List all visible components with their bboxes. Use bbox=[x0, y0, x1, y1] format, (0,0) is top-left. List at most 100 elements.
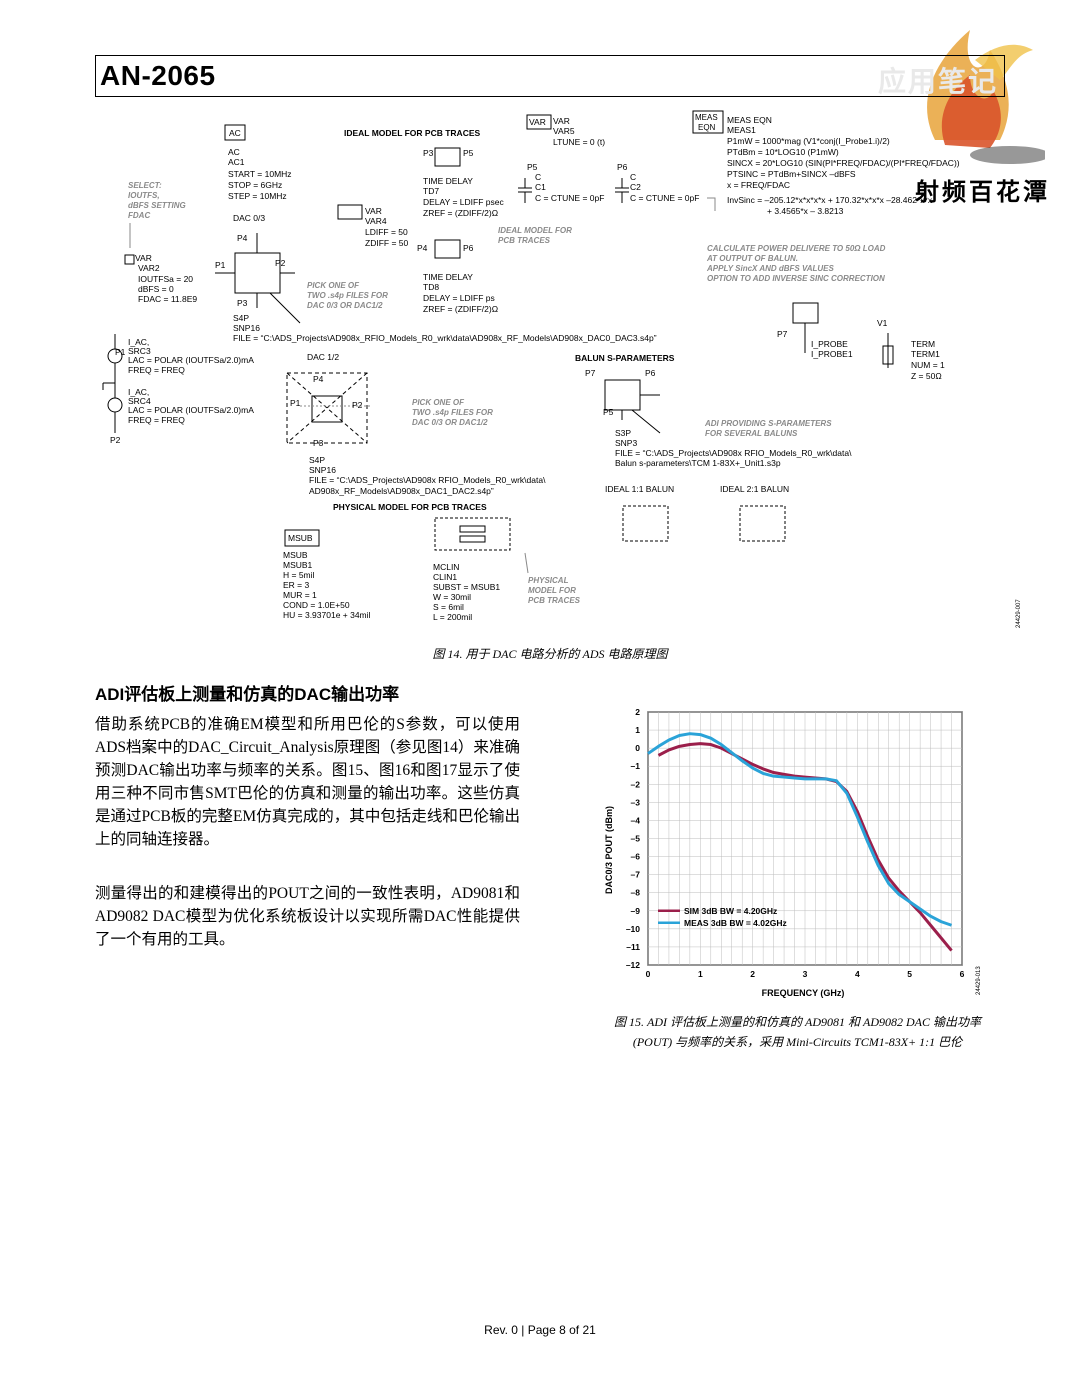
mclin-line2: CLIN1 bbox=[433, 572, 457, 582]
c1-line2: C1 bbox=[535, 182, 546, 192]
td8-line2: TD8 bbox=[423, 282, 439, 292]
td8-line1: TIME DELAY bbox=[423, 272, 473, 282]
balun-title: BALUN S-PARAMETERS bbox=[575, 353, 675, 363]
pick2-line3: DAC 0/3 OR DAC1/2 bbox=[412, 418, 488, 427]
section-title: ADI评估板上测量和仿真的DAC输出功率 bbox=[95, 685, 400, 704]
meas-line2: MEAS1 bbox=[727, 125, 756, 135]
meas-line8: InvSinc = –205.12*x*x*x*x + 170.32*x*x*x… bbox=[727, 195, 933, 205]
src3-line2: SRC3 bbox=[128, 346, 151, 356]
dac12-p1: P1 bbox=[290, 398, 301, 408]
fig14-id: 24429-007 bbox=[1016, 599, 1022, 628]
file3-line2: Balun s-parameters\TCM 1-83X+_Unit1.s3p bbox=[615, 458, 781, 468]
calc-line1: CALCULATE POWER DELIVERE TO 50Ω LOAD bbox=[707, 244, 886, 253]
dac03-p4: P4 bbox=[237, 233, 248, 243]
meas-box2: EQN bbox=[698, 123, 716, 132]
src4-line4: FREQ = FREQ bbox=[128, 415, 185, 425]
dac03-p3: P3 bbox=[237, 298, 248, 308]
ideal-model2-line1: IDEAL MODEL FOR bbox=[498, 226, 572, 235]
c2-line1: C bbox=[630, 172, 636, 182]
pick1-line1: PICK ONE OF bbox=[307, 281, 360, 290]
td7-line4: ZREF = (ZDIFF/2)Ω bbox=[423, 208, 498, 218]
var2-line2: VAR2 bbox=[138, 263, 160, 273]
file2-line1: FILE = “C:\ADS_Projects\AD908x RFIO_Mode… bbox=[309, 475, 546, 485]
c1-p5: P5 bbox=[527, 162, 538, 172]
meas-line4: PTdBm = 10*LOG10 (P1mW) bbox=[727, 147, 839, 157]
x-tick-label: 0 bbox=[646, 969, 651, 979]
msub-line5: MUR = 1 bbox=[283, 590, 317, 600]
adi-sp-line1: ADI PROVIDING S-PARAMETERS bbox=[704, 419, 832, 428]
ideal11-label: IDEAL 1:1 BALUN bbox=[605, 484, 674, 494]
meas-line9: + 3.4565*x – 3.8213 bbox=[767, 206, 844, 216]
figure-15-caption-line1: 图 15. ADI 评估板上测量的和仿真的 AD9081 和 AD9082 DA… bbox=[614, 1015, 981, 1029]
ads-schematic: AC AC AC1 START = 10MHz STOP = 6GHz STEP… bbox=[102, 110, 1022, 628]
c2-line3: C = CTUNE = 0pF bbox=[630, 193, 699, 203]
ac-start: START = 10MHz bbox=[228, 169, 292, 179]
chart-series bbox=[647, 732, 953, 952]
y-tick-label: –2 bbox=[631, 779, 641, 789]
chart-x-label: FREQUENCY (GHz) bbox=[762, 988, 845, 998]
mclin-line1: MCLIN bbox=[433, 562, 459, 572]
paragraph-2: 测量得出的和建模得出的POUT之间的一致性表明，AD9081和AD9082 DA… bbox=[95, 885, 520, 948]
probe-line1: I_PROBE bbox=[811, 339, 848, 349]
y-tick-label: –1 bbox=[631, 761, 641, 771]
brand-logo-icon bbox=[927, 30, 1045, 164]
balun-p6: P6 bbox=[645, 368, 656, 378]
y-tick-label: –6 bbox=[631, 852, 641, 862]
c2-line2: C2 bbox=[630, 182, 641, 192]
series-line-2 bbox=[647, 732, 953, 927]
pick1-line2: TWO .s4p FILES FOR bbox=[307, 291, 388, 300]
x-tick-label: 5 bbox=[907, 969, 912, 979]
term-line1: TERM bbox=[911, 339, 935, 349]
msub-line2: MSUB1 bbox=[283, 560, 313, 570]
phys-note-line2: MODEL FOR bbox=[528, 586, 576, 595]
probe-line2: I_PROBE1 bbox=[811, 349, 853, 359]
pick1-line3: DAC 0/3 OR DAC1/2 bbox=[307, 301, 383, 310]
c2-p6: P6 bbox=[617, 162, 628, 172]
select-line1: SELECT: bbox=[128, 181, 162, 190]
src3-line4: FREQ = FREQ bbox=[128, 365, 185, 375]
file1: FILE = “C:\ADS_Projects\AD908x_RFIO_Mode… bbox=[233, 333, 657, 343]
var5-line1: VAR bbox=[553, 116, 570, 126]
msub-line3: H = 5mil bbox=[283, 570, 315, 580]
meas-line3: P1mW = 1000*mag (V1*conj(I_Probe1.i)/2) bbox=[727, 136, 890, 146]
chart-y-label: DAC0/3 POUT (dBm) bbox=[604, 806, 614, 894]
var4-line1: VAR bbox=[365, 206, 382, 216]
c1-line1: C bbox=[535, 172, 541, 182]
mclin-line6: L = 200mil bbox=[433, 612, 472, 622]
x-tick-label: 2 bbox=[750, 969, 755, 979]
var4-line4: ZDIFF = 50 bbox=[365, 238, 408, 248]
src3-line3: LAC = POLAR (IOUTFSa/2.0)mA bbox=[128, 355, 254, 365]
term-line2: TERM1 bbox=[911, 349, 940, 359]
c1-line3: C = CTUNE = 0pF bbox=[535, 193, 604, 203]
y-tick-label: –5 bbox=[631, 834, 641, 844]
paragraph-1: 借助系统PCB的准确EM模型和所用巴伦的S参数，可以使用ADS档案中的DAC_C… bbox=[95, 716, 520, 848]
file2-line2: AD908x_RF_Models\AD908x_DAC1_DAC2.s4p” bbox=[309, 486, 494, 496]
var2-line5: FDAC = 11.8E9 bbox=[138, 294, 197, 304]
select-line2: IOUTFS, bbox=[128, 191, 160, 200]
s3p-line1: S3P bbox=[615, 428, 631, 438]
meas-line7: x = FREQ/FDAC bbox=[727, 180, 790, 190]
select-line3: dBFS SETTING bbox=[128, 201, 186, 210]
y-tick-label: 0 bbox=[635, 743, 640, 753]
calc-line4: OPTION TO ADD INVERSE SINC CORRECTION bbox=[707, 274, 885, 283]
s4p2-line2: SNP16 bbox=[309, 465, 336, 475]
y-tick-label: –12 bbox=[626, 960, 640, 970]
s4p2-line1: S4P bbox=[309, 455, 325, 465]
td7-line3: DELAY = LDIFF psec bbox=[423, 197, 504, 207]
s3p-line2: SNP3 bbox=[615, 438, 637, 448]
document-id: AN-2065 bbox=[100, 60, 216, 91]
var5-line3: LTUNE = 0 (t) bbox=[553, 137, 605, 147]
balun-p5: P5 bbox=[603, 407, 614, 417]
chart-y-ticks: 210–1–2–3–4–5–6–7–8–9–10–11–12 bbox=[626, 707, 640, 970]
td8-p6: P6 bbox=[463, 243, 474, 253]
series-line-1 bbox=[657, 742, 953, 952]
s4p-line1: S4P bbox=[233, 313, 249, 323]
file3-line1: FILE = “C:\ADS_Projects\AD908x RFIO_Mode… bbox=[615, 448, 852, 458]
v1-label: V1 bbox=[877, 318, 888, 328]
ideal-model2-line2: PCB TRACES bbox=[498, 236, 551, 245]
pick2-line1: PICK ONE OF bbox=[412, 398, 465, 407]
y-tick-label: –8 bbox=[631, 888, 641, 898]
calc-line2: AT OUTPUT OF BALUN. bbox=[706, 254, 798, 263]
